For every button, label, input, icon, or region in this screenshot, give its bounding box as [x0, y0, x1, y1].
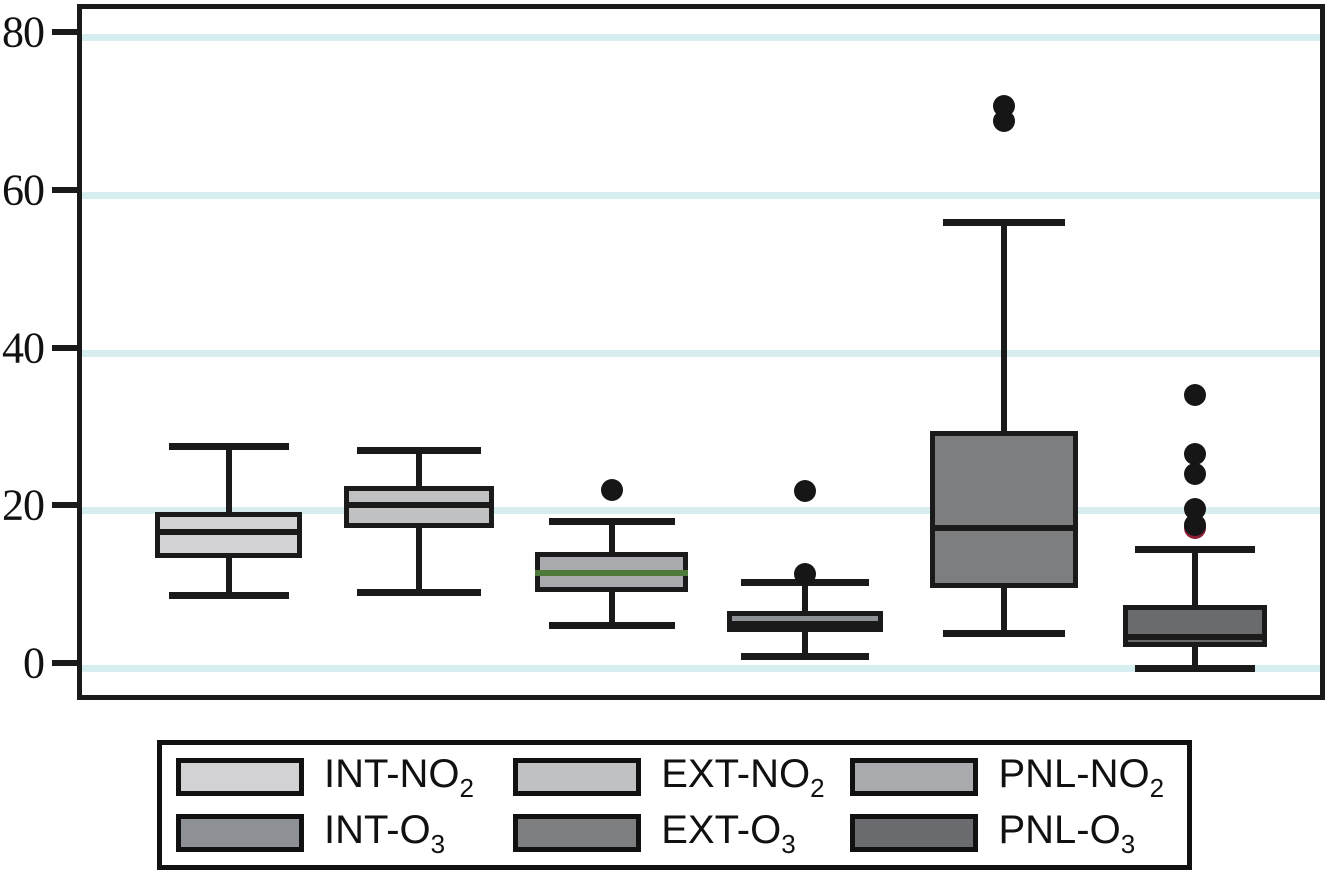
outlier-point: [1184, 514, 1206, 537]
upper-whisker-cap: [168, 442, 289, 450]
legend-label: INT-O3: [324, 807, 446, 859]
legend-swatch: [513, 814, 642, 852]
y-tick-mark: [52, 344, 78, 351]
legend-label: PNL-NO2: [998, 751, 1165, 803]
upper-whisker-line: [802, 582, 808, 612]
y-tick-mark: [52, 660, 78, 666]
upper-whisker-cap: [1135, 545, 1255, 553]
outlier-point: [1184, 384, 1206, 407]
lower-whisker-cap: [548, 622, 675, 630]
median-line: [344, 501, 494, 508]
gridline: [82, 191, 1320, 199]
legend-label: EXT-O3: [661, 807, 796, 859]
y-tick-label: 60: [2, 165, 45, 215]
upper-whisker-line: [225, 445, 232, 512]
median-line: [727, 620, 883, 627]
lower-whisker-line: [1001, 587, 1007, 634]
legend-swatch: [176, 758, 304, 796]
median-line: [535, 570, 688, 577]
upper-whisker-cap: [943, 218, 1065, 226]
iqr-box[interactable]: [1123, 604, 1267, 647]
gridline: [82, 507, 1320, 515]
lower-whisker-cap: [741, 653, 869, 661]
box-plot-pnl-o3[interactable]: [1123, 9, 1267, 705]
lower-whisker-line: [608, 592, 615, 626]
lower-whisker-cap: [168, 591, 289, 599]
y-axis: 0 20 40 60 80: [0, 0, 82, 704]
box-plot-ext-o3[interactable]: [930, 9, 1078, 705]
outlier-point: [993, 110, 1015, 133]
legend-row: INT-NO2 EXT-NO2 PNL-NO2: [176, 749, 1173, 805]
legend-item-ext-o3[interactable]: EXT-O3: [513, 807, 850, 859]
lower-whisker-line: [1192, 646, 1198, 668]
gridline: [82, 34, 1320, 41]
legend-item-pnl-o3[interactable]: PNL-O3: [850, 807, 1173, 859]
legend-swatch: [176, 814, 304, 852]
plot-area: [77, 4, 1325, 700]
box-plot-pnl-no2[interactable]: [535, 9, 688, 705]
upper-whisker-cap: [357, 447, 481, 455]
upper-whisker-line: [608, 520, 615, 553]
outlier-point: [794, 563, 816, 586]
lower-whisker-line: [225, 558, 232, 595]
outlier-point: [794, 479, 816, 502]
box-plot-int-no2[interactable]: [155, 9, 302, 705]
legend-item-ext-no2[interactable]: EXT-NO2: [513, 751, 850, 803]
upper-whisker-cap: [548, 517, 675, 525]
outlier-point: [1184, 443, 1206, 466]
legend-swatch: [513, 758, 642, 796]
outlier-point: [1184, 462, 1206, 485]
y-tick-mark: [52, 186, 78, 193]
lower-whisker-cap: [943, 630, 1065, 638]
legend-label: EXT-NO2: [661, 751, 825, 803]
y-tick-label: 80: [2, 7, 45, 57]
legend-item-int-no2[interactable]: INT-NO2: [176, 751, 513, 803]
gridline: [82, 665, 1320, 672]
gridline: [82, 349, 1320, 357]
iqr-box[interactable]: [930, 430, 1078, 588]
box-plot-ext-no2[interactable]: [344, 9, 494, 705]
median-line: [1123, 634, 1267, 641]
y-tick-label: 0: [23, 638, 45, 688]
legend-label: INT-NO2: [324, 751, 475, 803]
upper-whisker-line: [416, 450, 422, 486]
outlier-point: [600, 478, 623, 501]
legend-swatch: [850, 814, 979, 852]
y-tick-mark: [52, 502, 78, 509]
y-tick-label: 20: [2, 480, 45, 530]
lower-whisker-line: [802, 631, 808, 657]
box-plot-int-o3[interactable]: [727, 9, 883, 705]
upper-whisker-line: [1192, 548, 1198, 605]
lower-whisker-cap: [1135, 665, 1255, 672]
lower-whisker-cap: [357, 589, 481, 597]
legend-swatch: [850, 758, 979, 796]
legend-item-int-o3[interactable]: INT-O3: [176, 807, 513, 859]
legend-item-pnl-no2[interactable]: PNL-NO2: [850, 751, 1173, 803]
legend-label: PNL-O3: [998, 807, 1136, 859]
median-line: [930, 525, 1078, 532]
y-tick-label: 40: [2, 323, 45, 372]
median-line: [155, 529, 302, 536]
upper-whisker-line: [1001, 221, 1007, 431]
y-tick-mark: [52, 29, 78, 35]
lower-whisker-line: [416, 527, 422, 593]
legend-row: INT-O3 EXT-O3 PNL-O3: [176, 805, 1173, 861]
